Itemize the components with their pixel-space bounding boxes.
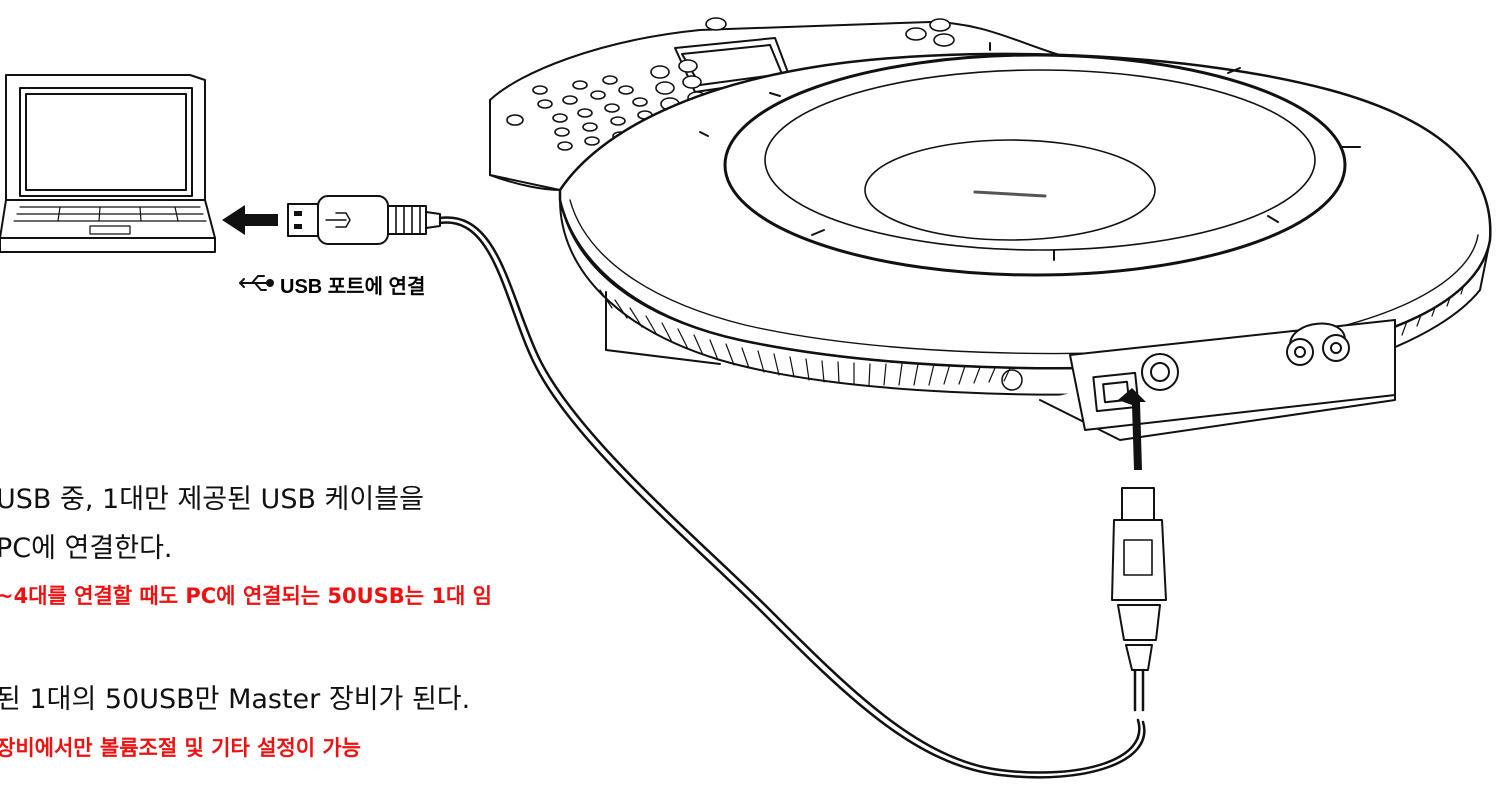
usb-a-plug-icon	[287, 195, 441, 245]
instruction-line-1: USB 중, 1대만 제공된 USB 케이블을	[0, 484, 424, 515]
arrow-up-icon	[1118, 388, 1146, 470]
laptop-icon	[0, 74, 216, 253]
instruction-line-3: 된 1대의 50USB만 Master 장비가 된다.	[0, 684, 471, 715]
speakerphone-device	[489, 17, 1492, 441]
instruction-note-1: ~4대를 연결할 때도 PC에 연결되는 50USB는 1대 임	[0, 584, 493, 608]
instruction-note-2: 장비에서만 볼륨조절 및 기타 설정이 가능	[0, 736, 361, 760]
usb-cable	[438, 216, 1146, 779]
usb-port-label: USB 포트에 연결	[280, 276, 426, 298]
usb-symbol-icon	[239, 275, 274, 291]
instruction-line-2: PC에 연결한다.	[0, 533, 173, 564]
usb-b-plug-icon	[1111, 487, 1167, 712]
arrow-left-icon	[222, 205, 278, 235]
